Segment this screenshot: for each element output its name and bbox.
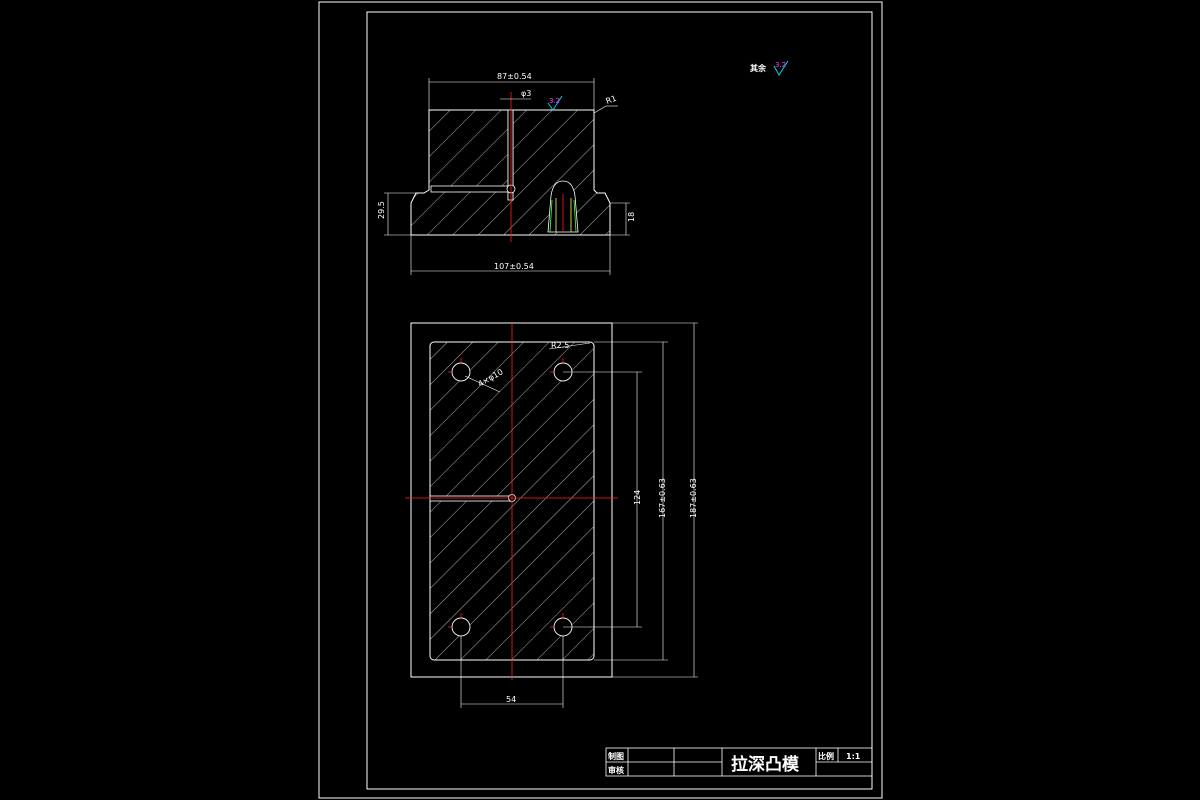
dim-hole-spacing-h: 54	[506, 695, 516, 704]
scale-label: 比例	[818, 751, 834, 761]
sheet-outer-border	[318, 1, 883, 799]
top-plan-view: R2.5 4×φ10 124 167±0.63 187±0.63 54	[405, 322, 698, 708]
scale-value: 1:1	[846, 752, 861, 761]
title-block	[605, 747, 873, 777]
checked-by-label: 审核	[608, 765, 624, 775]
roughness-symbol-top	[547, 95, 563, 111]
dim-left-height: 29.5	[377, 201, 386, 219]
dim-hole-spacing-v: 124	[633, 490, 642, 505]
part-name: 拉深凸模	[731, 754, 800, 775]
dim-inner-height: 167±0.63	[658, 478, 667, 518]
front-section-view: 87±0.54 φ3 3.2 R1 29.5 18 107±0.54	[377, 72, 636, 275]
dim-chamfer: R1	[605, 94, 618, 106]
sheet-inner-border	[366, 11, 873, 790]
roughness-symbol-general	[773, 60, 789, 76]
dim-corner-radius: R2.5	[551, 341, 569, 350]
dim-top-width: 87±0.54	[497, 72, 532, 81]
roughness-value-general: 3.2	[775, 61, 786, 69]
drawn-by-label: 制图	[608, 751, 624, 761]
dim-bottom-width: 107±0.54	[494, 262, 534, 271]
dim-right-height: 18	[627, 212, 636, 222]
top-view-outer-rect	[410, 322, 613, 678]
dim-hole-diameter: φ3	[521, 89, 531, 98]
roughness-value-top: 3.2	[549, 97, 560, 105]
general-roughness-note: 其余 3.2	[750, 60, 789, 76]
general-note-label: 其余	[750, 63, 767, 73]
dim-outer-height: 187±0.63	[689, 478, 698, 518]
